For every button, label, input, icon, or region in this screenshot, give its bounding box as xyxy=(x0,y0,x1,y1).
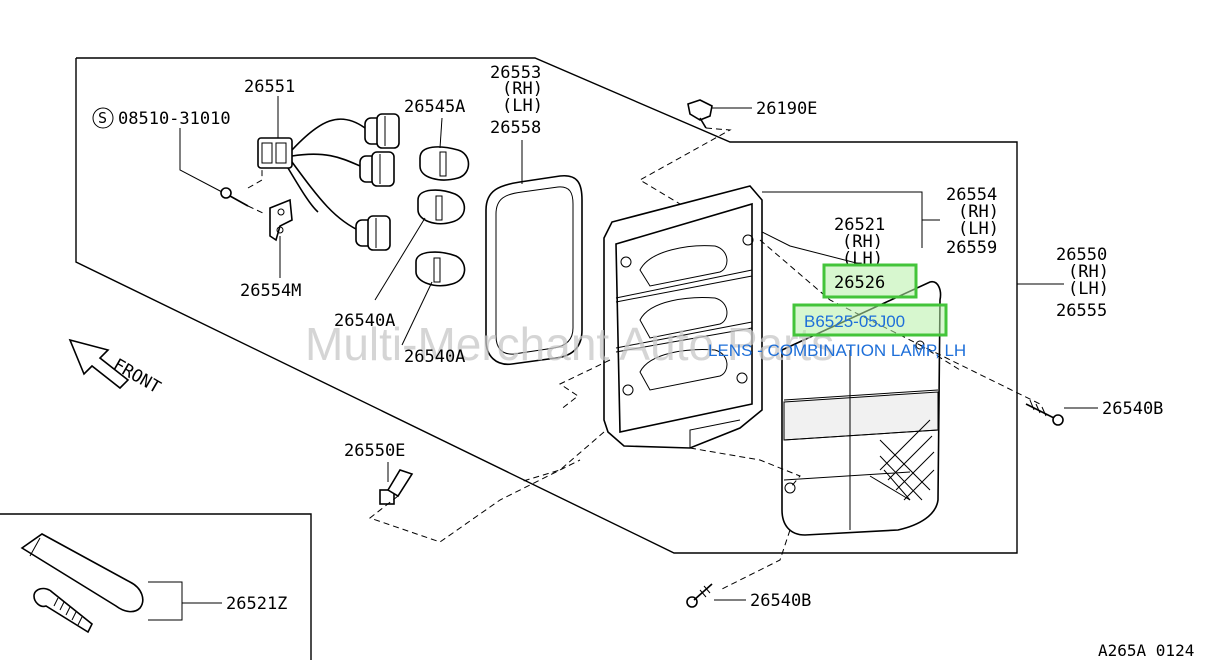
svg-text:26526: 26526 xyxy=(834,273,885,293)
lamp-housing-icon xyxy=(603,185,763,449)
gasket-icon xyxy=(485,175,583,365)
reflector-grid-icon xyxy=(869,419,935,501)
label-26521: 26521 xyxy=(834,215,885,235)
bolt-icon xyxy=(33,587,94,634)
assembly-outline xyxy=(75,57,1018,554)
label-26545a: 26545A xyxy=(404,97,465,117)
label-26550-lh: (LH) xyxy=(1068,279,1109,299)
label-26554-lh: (LH) xyxy=(958,219,999,239)
inset-box xyxy=(0,513,312,660)
label-26540a-lower: 26540A xyxy=(404,347,465,367)
label-26540b-bottom: 26540B xyxy=(750,591,811,611)
bulb-icon-3 xyxy=(415,251,466,287)
watermark-text: Multi-Merchant Auto Parts xyxy=(305,318,834,370)
part-caption-link[interactable]: LENS - COMBINATION LAMP, LH xyxy=(708,341,966,360)
leader-lines xyxy=(148,96,1098,621)
label-26553: 26553 xyxy=(490,63,541,83)
label-08510-31010: 08510-31010 xyxy=(118,109,231,129)
hotspot-26526[interactable]: 26526 xyxy=(822,263,918,299)
front-label: FRONT xyxy=(110,355,164,398)
screw-26540b-lower-icon xyxy=(686,583,713,608)
label-26553-rh: (RH) xyxy=(502,79,543,99)
bracket-icon xyxy=(269,198,293,242)
label-26553-lh: (LH) xyxy=(502,96,543,116)
label-26551: 26551 xyxy=(244,77,295,97)
label-26521-rh: (RH) xyxy=(842,232,883,252)
lamp-lens-icon xyxy=(781,280,942,536)
s-circle-icon: S xyxy=(92,107,114,129)
svg-text:S: S xyxy=(98,109,107,127)
label-26521z: 26521Z xyxy=(226,594,287,614)
screw-26540b-icon xyxy=(1025,399,1064,426)
label-26559: 26559 xyxy=(946,238,997,258)
label-26550e: 26550E xyxy=(344,441,405,461)
label-26554: 26554 xyxy=(946,185,997,205)
label-26554-rh: (RH) xyxy=(958,202,999,222)
harness-socket-icon xyxy=(257,113,400,251)
nut-icon xyxy=(379,469,414,505)
diagram-code: A265A 0124 xyxy=(1098,641,1194,660)
bulb-icon xyxy=(419,146,470,181)
label-26540b-right: 26540B xyxy=(1102,399,1163,419)
label-26550: 26550 xyxy=(1056,245,1107,265)
bulb-icon-2 xyxy=(417,189,466,225)
sealant-tube-icon xyxy=(20,533,144,613)
screw-icon xyxy=(220,187,249,207)
label-26190e: 26190E xyxy=(756,99,817,119)
label-26555: 26555 xyxy=(1056,301,1107,321)
label-26540a-upper: 26540A xyxy=(334,311,395,331)
hotspot-b6525-05j00[interactable]: B6525-05J00 xyxy=(792,303,948,337)
label-26558: 26558 xyxy=(490,118,541,138)
clip-icon xyxy=(687,99,713,129)
svg-text:B6525-05J00: B6525-05J00 xyxy=(804,312,905,331)
label-26550-rh: (RH) xyxy=(1068,262,1109,282)
front-arrow-icon xyxy=(68,338,130,390)
label-26554m: 26554M xyxy=(240,281,301,301)
